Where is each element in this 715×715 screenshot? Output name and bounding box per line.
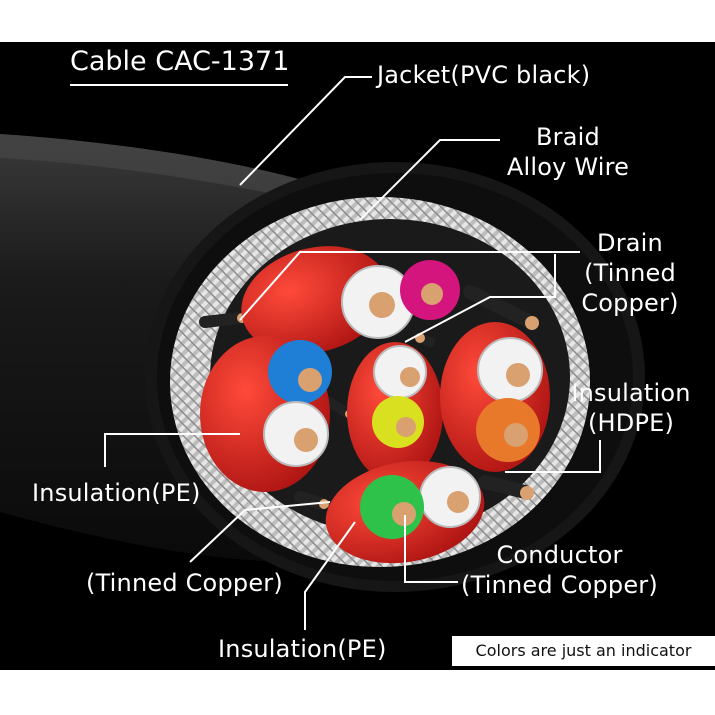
leader-jacket bbox=[239, 76, 372, 186]
leader-lines bbox=[104, 76, 601, 630]
wire-orange bbox=[476, 398, 540, 462]
wire-white-left bbox=[263, 401, 329, 467]
wire-pink bbox=[400, 260, 460, 320]
wire-white-top bbox=[341, 265, 415, 339]
leader-pe-left bbox=[104, 433, 240, 467]
label-tinned-copper-left: (Tinned Copper) bbox=[86, 569, 283, 597]
wire-white-right bbox=[477, 337, 543, 403]
label-drain-line3: Copper) bbox=[581, 289, 679, 317]
wire-green bbox=[360, 475, 424, 539]
leader-tinned-left bbox=[189, 501, 331, 563]
leader-drain-1 bbox=[239, 251, 580, 321]
colors-disclaimer: Colors are just an indicator bbox=[452, 636, 715, 666]
label-braid: Braid Alloy Wire bbox=[503, 122, 633, 182]
leader-braid bbox=[359, 139, 500, 221]
cable-illustration bbox=[0, 76, 645, 630]
label-drain-line2: (Tinned bbox=[584, 259, 676, 287]
label-conductor: Conductor (Tinned Copper) bbox=[457, 540, 662, 600]
label-conductor-line2: (Tinned Copper) bbox=[461, 571, 658, 599]
label-braid-line1: Braid bbox=[536, 123, 600, 151]
label-insulation-pe-bottom: Insulation(PE) bbox=[218, 635, 387, 663]
label-insulation-hdpe-line2: (HDPE) bbox=[587, 409, 675, 437]
cable-diagram: Cable CAC-1371 Jacket(PVC black) Braid A… bbox=[0, 42, 715, 670]
label-insulation-hdpe-line1: Insulation bbox=[571, 379, 691, 407]
label-drain: Drain (Tinned Copper) bbox=[575, 228, 685, 318]
label-drain-line1: Drain bbox=[597, 229, 663, 257]
label-conductor-line1: Conductor bbox=[496, 541, 623, 569]
leader-hdpe bbox=[505, 440, 601, 473]
label-braid-line2: Alloy Wire bbox=[506, 153, 630, 181]
wire-blue bbox=[268, 340, 332, 404]
leader-conductor bbox=[404, 515, 458, 583]
wire-yellow bbox=[372, 396, 424, 448]
wire-white-center bbox=[373, 345, 427, 399]
label-insulation-hdpe: Insulation (HDPE) bbox=[566, 378, 696, 438]
title-underline bbox=[70, 84, 288, 86]
label-insulation-pe-left: Insulation(PE) bbox=[32, 479, 201, 507]
leader-drain-2 bbox=[404, 254, 556, 343]
wire-white-bottom bbox=[419, 466, 481, 528]
page-title: Cable CAC-1371 bbox=[70, 46, 290, 77]
conductors bbox=[263, 260, 543, 539]
label-jacket: Jacket(PVC black) bbox=[377, 61, 591, 89]
leader-pe-bottom bbox=[304, 521, 356, 630]
